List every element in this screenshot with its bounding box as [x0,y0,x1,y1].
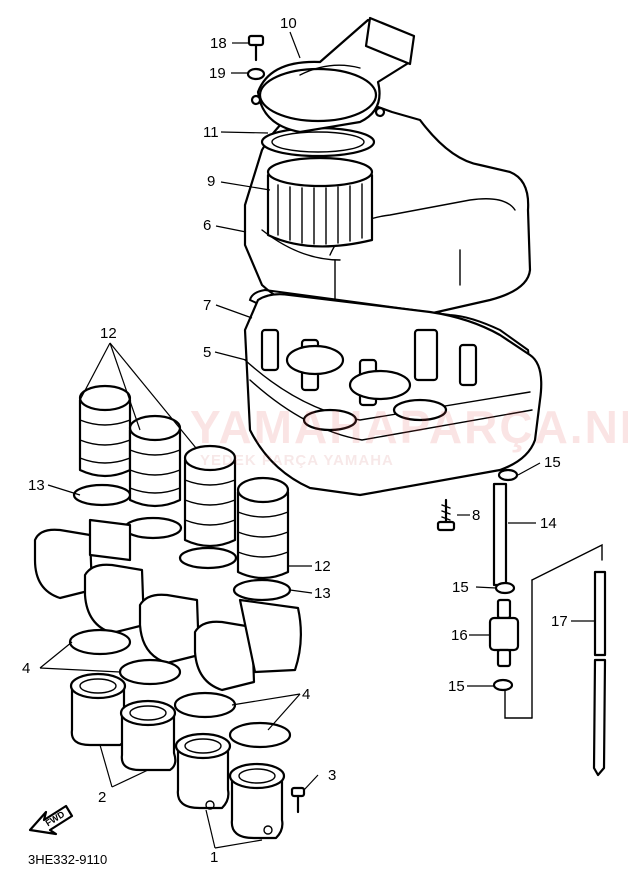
diagram-code: 3HE332-9110 [28,852,108,867]
callout-1: 1 [210,849,218,866]
callout-14: 14 [540,515,557,532]
callout-16: 16 [451,627,468,644]
drain-hose [492,482,508,587]
washer [246,67,266,81]
lower-clamps [68,628,292,749]
leader-lines [39,31,594,849]
carburetor-joints [78,384,290,580]
callout-15-bottom: 15 [448,678,465,695]
watermark-sub: YEDEK PARÇA YAMAHA [200,452,394,469]
air-box-case [243,293,543,497]
callout-9: 9 [207,173,215,190]
callout-19: 19 [209,65,226,82]
callout-4-left: 4 [22,660,30,677]
callout-5: 5 [203,344,211,361]
intake-duct [250,16,416,134]
callout-3: 3 [328,767,336,784]
drain-bolt [436,498,456,532]
callout-11: 11 [203,124,219,141]
callout-15-top: 15 [544,454,561,471]
callout-12-upper: 12 [100,325,117,342]
fuel-filter [488,598,520,668]
filter-seal-ring [260,126,376,158]
breather-hose [504,543,607,777]
callout-2: 2 [98,789,106,806]
callout-13-upper: 13 [28,477,45,494]
screw [247,34,265,62]
callout-6: 6 [203,217,211,234]
manifold-screw [290,786,306,814]
callout-17: 17 [551,613,568,630]
watermark-main: YAMAHAPARÇA.NL [190,401,628,453]
callout-18: 18 [210,35,227,52]
callout-12-lower: 12 [314,558,331,575]
forward-direction-arrow: FWD [28,804,74,836]
callout-13-lower: 13 [314,585,331,602]
air-filter-element [266,156,374,248]
callout-10: 10 [280,15,297,32]
carburetor-bodies [33,518,302,692]
callout-7: 7 [203,297,211,314]
callout-4-right: 4 [302,686,310,703]
callout-labels: 18 19 10 11 9 6 7 5 12 13 12 13 4 4 2 1 … [22,15,568,866]
callout-15-middle: 15 [452,579,469,596]
intake-manifolds [69,672,286,840]
hose-clamps [492,468,519,692]
callout-8: 8 [472,507,480,524]
case-internal-posts [260,328,478,432]
